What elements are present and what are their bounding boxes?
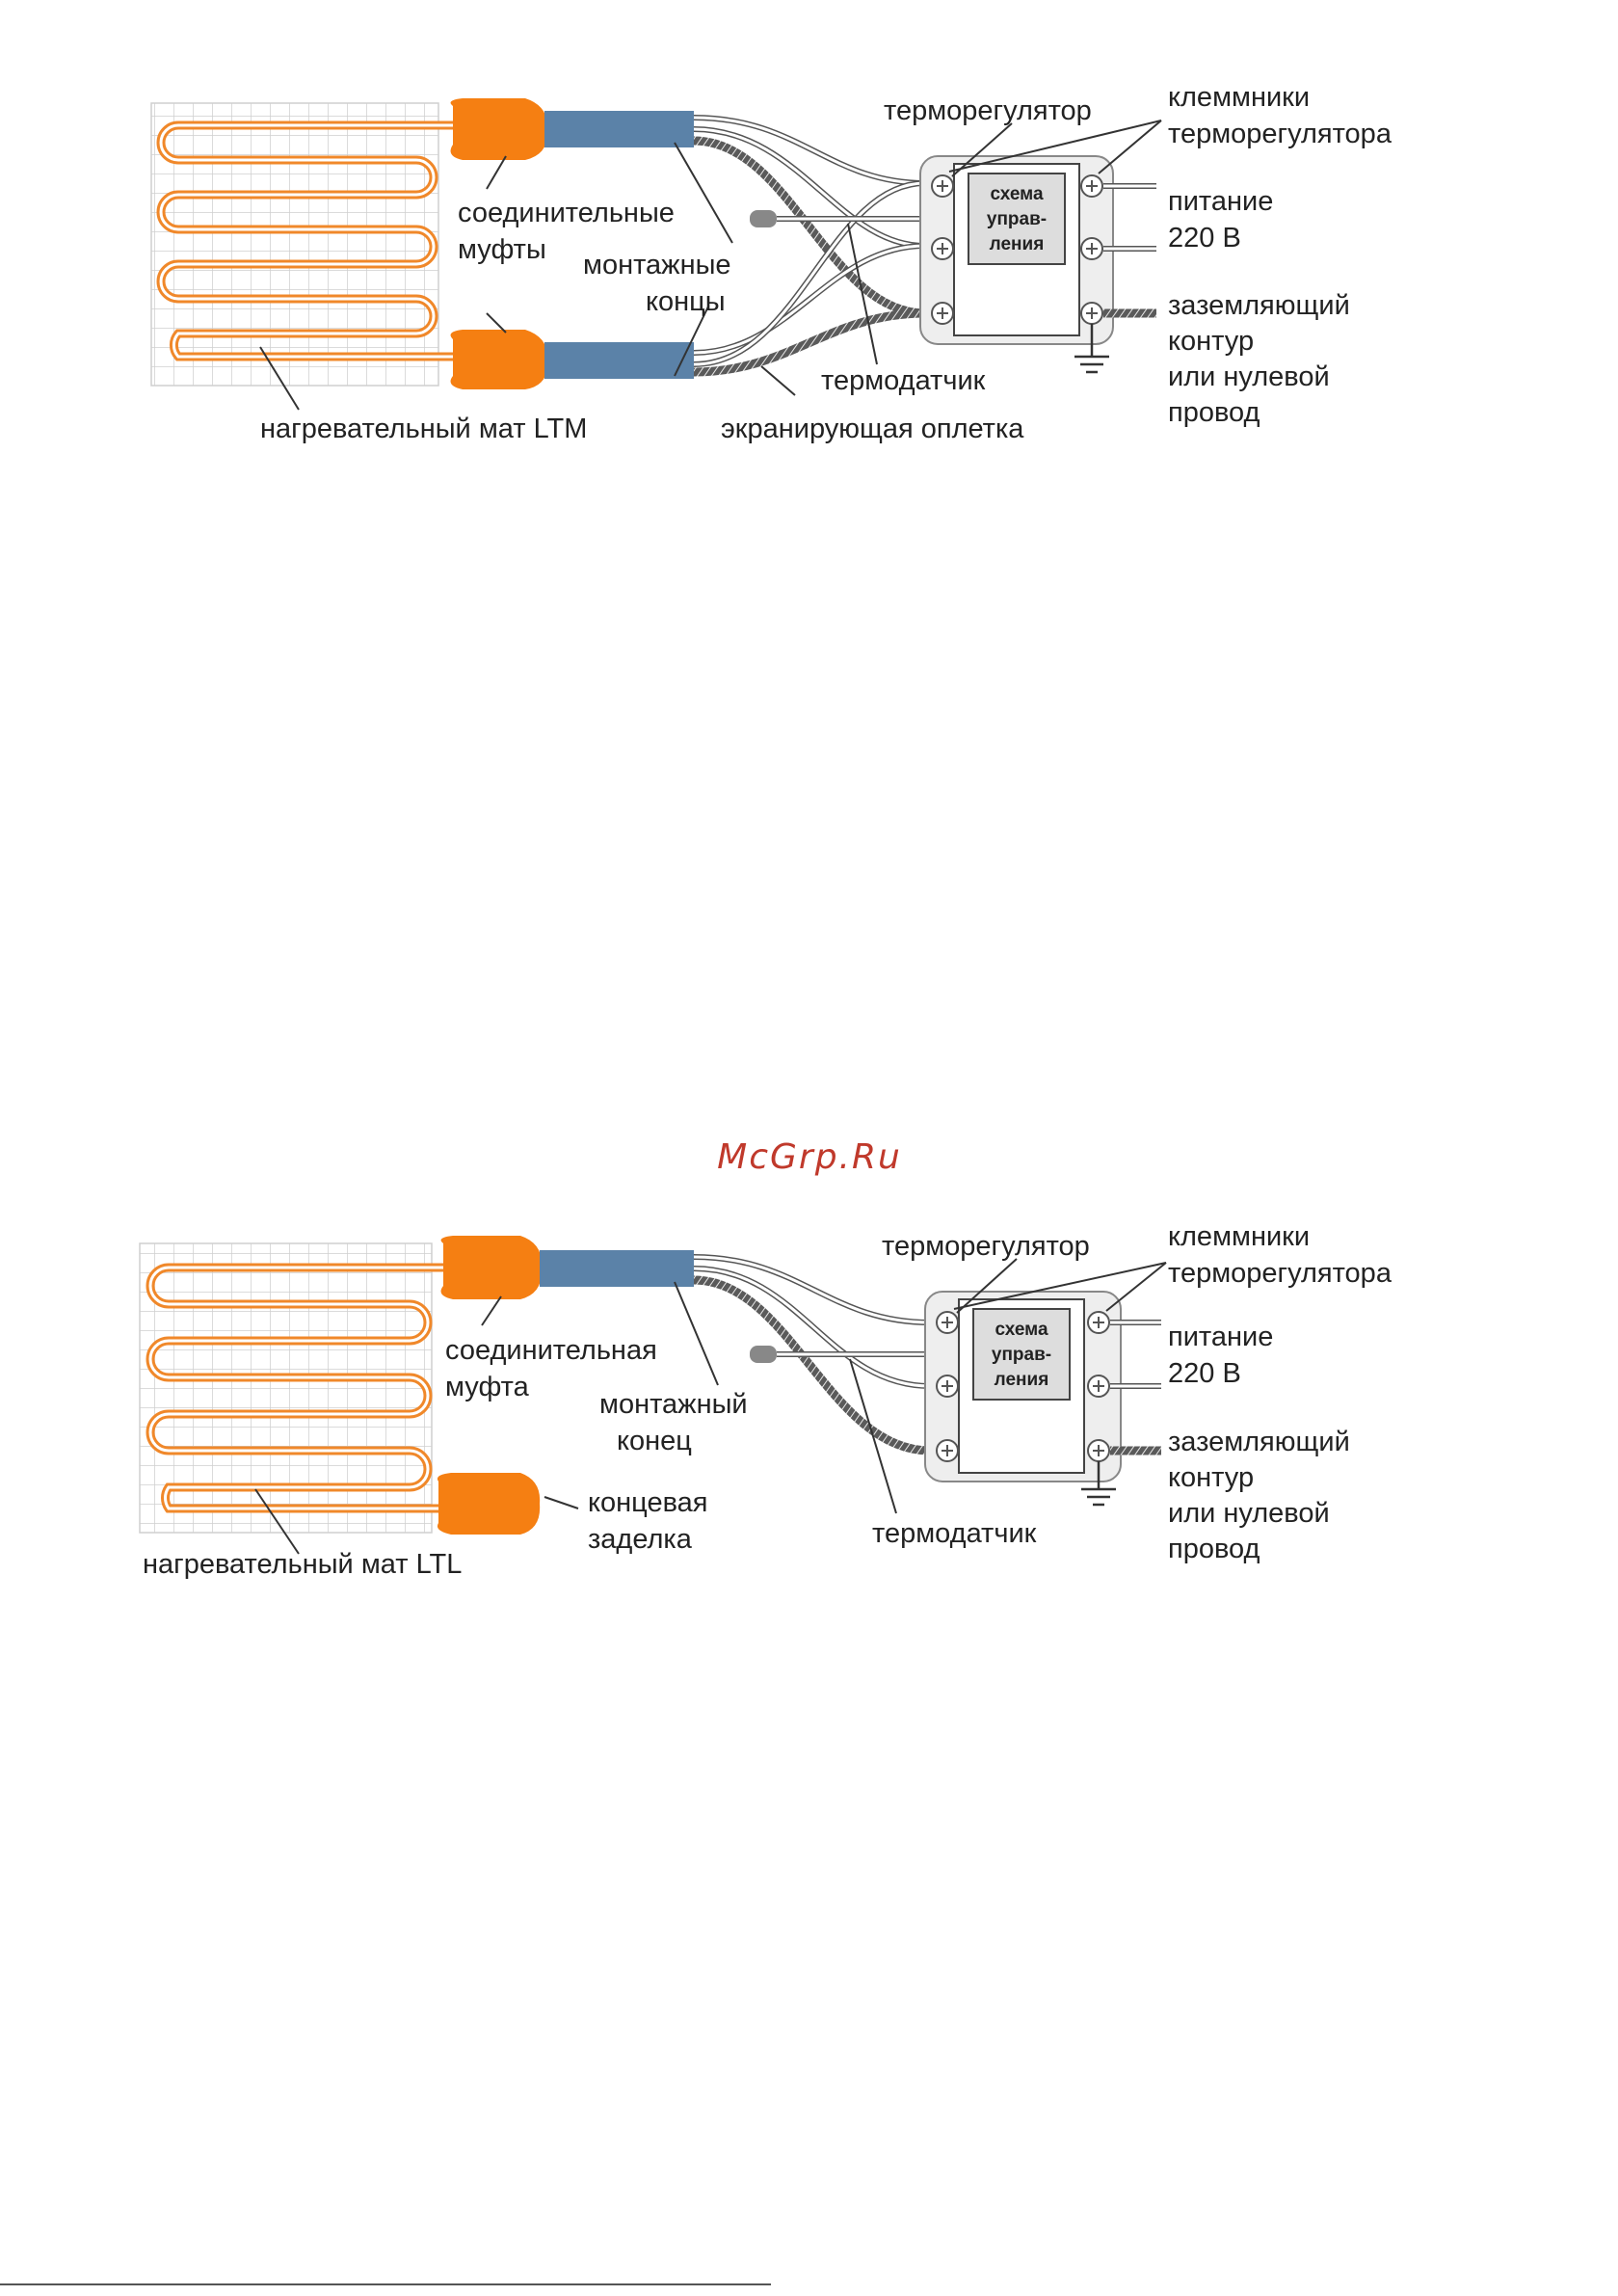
power-label-2-ltl: 220 В [1168,1358,1241,1389]
sensor-probe-ltl [750,1346,777,1363]
ground-label-2-ltl: контур [1168,1462,1254,1493]
coupling-label-2-ltl: муфта [445,1372,530,1402]
coupling-label-1-ltl: соединительная [445,1335,657,1366]
power-label-1: питание [1168,186,1273,217]
sensor-label: термодатчик [821,365,986,396]
control-line-1: схема [990,184,1044,204]
power-label-2: 220 В [1168,223,1241,254]
terminal-screw [936,1439,959,1462]
control-line-2-ltl: управ- [992,1345,1051,1365]
lead-label-1-ltl: монтажный [599,1389,748,1420]
ground-label-4-ltl: провод [1168,1534,1260,1564]
ground-label-1-ltl: заземляющий [1168,1427,1350,1457]
mat-label: нагревательный мат LTM [260,414,587,444]
terminal-screw [931,302,954,325]
sensor-label-ltl: термодатчик [872,1518,1037,1549]
end-cap [437,1473,541,1535]
coupling-bottom [450,330,548,389]
watermark-text: McGrp.Ru [717,1137,902,1177]
ground-label-3-ltl: или нулевой [1168,1498,1330,1529]
terminal-screw [1087,1311,1110,1334]
terminals-label-2-ltl: терморегулятора [1168,1258,1393,1289]
leads-label-2: концы [646,286,726,317]
control-line-1-ltl: схема [995,1320,1048,1340]
cold-lead-bottom [544,342,694,379]
braid-ltl [693,1275,931,1455]
control-line-2: управ- [987,209,1047,229]
terminals-label-1: клеммники [1168,82,1310,113]
control-circuit-box-ltl [972,1308,1071,1401]
braid-top [693,136,926,318]
leads-label-1: монтажные [583,250,731,280]
terminal-screw [1087,1375,1110,1398]
thermostat-label-ltl: терморегулятор [882,1231,1090,1262]
coupling-ltl [440,1236,543,1299]
control-circuit-box [968,173,1066,265]
couplings-label-2: муфты [458,234,546,265]
terminal-screw [931,174,954,198]
braid-label: экранирующая оплетка [721,414,1024,444]
diagram-ltm: схема управ- ления [150,82,1393,444]
end-cap-label-2: заделка [588,1524,693,1555]
control-line-3-ltl: ления [995,1370,1049,1390]
terminal-screw [936,1375,959,1398]
terminals-label-1-ltl: клеммники [1168,1221,1310,1252]
cold-lead-top [544,111,694,147]
thermostat-label: терморегулятор [884,95,1092,126]
diagram-ltl: схема управ- ления терморегулятор [139,1221,1393,1580]
terminal-screw [1080,237,1103,260]
coupling-top [450,98,548,160]
braid-bottom [693,308,926,377]
terminal-screw [1087,1439,1110,1462]
power-label-1-ltl: питание [1168,1322,1273,1352]
mat-label-ltl: нагревательный мат LTL [143,1549,462,1580]
sensor-probe [750,210,777,227]
lead-label-2-ltl: конец [617,1426,692,1456]
end-cap-label-1: концевая [588,1487,707,1518]
ground-label-3: или нулевой [1168,361,1330,392]
control-line-3: ления [990,234,1045,254]
terminals-label-2: терморегулятора [1168,119,1393,149]
ground-label-1: заземляющий [1168,290,1350,321]
terminal-screw [931,237,954,260]
heating-mat-grid [150,102,439,387]
terminal-screw [1080,174,1103,198]
terminal-screw [1080,302,1103,325]
ground-label-4: провод [1168,397,1260,428]
terminal-screw [936,1311,959,1334]
couplings-label-1: соединительные [458,198,675,228]
ground-label-2: контур [1168,326,1254,357]
cold-lead-ltl [540,1250,694,1287]
